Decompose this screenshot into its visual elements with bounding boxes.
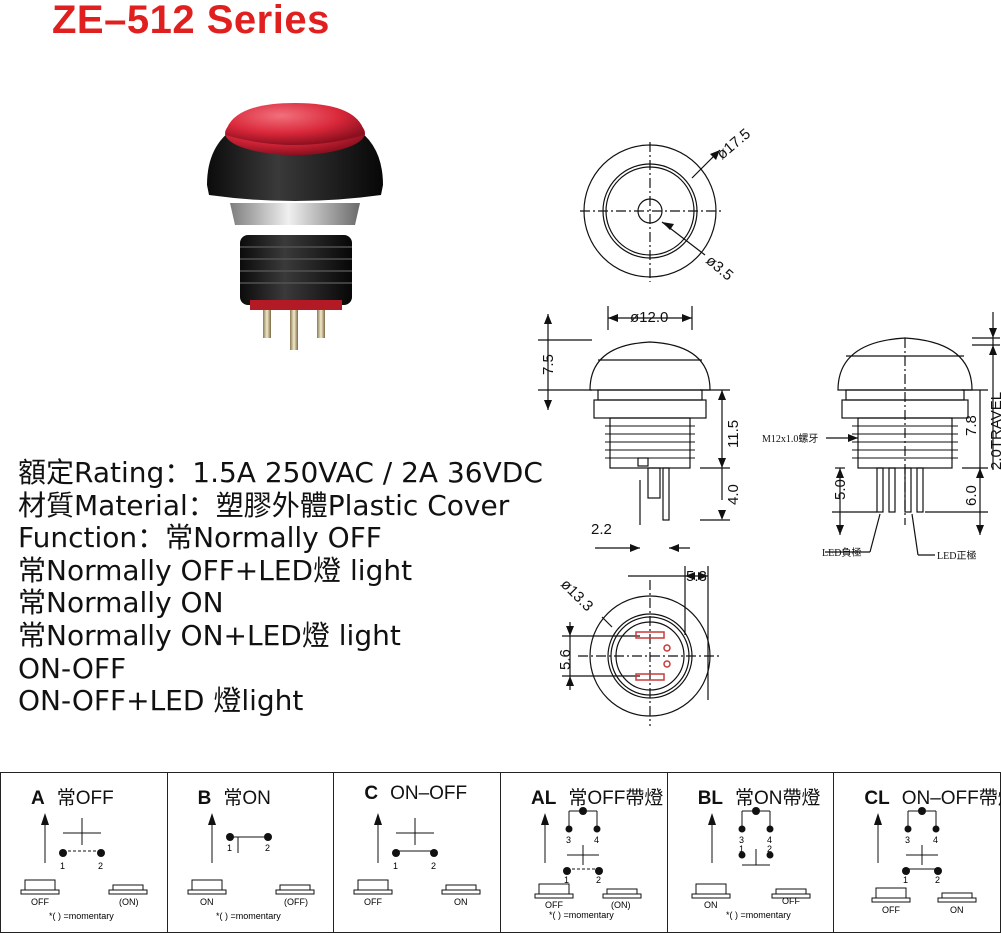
schematic-a: 1 2 OFF (ON) *( ) =momentary xyxy=(20,813,148,921)
legend-code: BL xyxy=(697,788,724,809)
dim-h50: 5.0 xyxy=(832,479,849,500)
schematic-b: 1 2 ON (OFF) *( ) =momentary xyxy=(187,813,315,921)
pin-label: 1 xyxy=(903,875,908,885)
spec-function-item: 常Normally ON+LED燈 light xyxy=(18,618,401,652)
legend-code: B xyxy=(197,788,212,809)
dim-h115: 11.5 xyxy=(725,420,742,448)
dim-h40: 4.0 xyxy=(725,484,742,505)
legend-cell-cl: CL ON–OFF帶燈 3 4 1 2 OFF ON xyxy=(834,773,1001,932)
pin-label: 2 xyxy=(98,861,103,871)
state-label: OFF xyxy=(882,905,900,915)
dim-led-pos: LED正極 xyxy=(937,549,976,562)
dim-d133: ø13.3 xyxy=(557,576,596,615)
legend-code: AL xyxy=(531,788,557,809)
momentary-note: *( ) =momentary xyxy=(49,911,114,921)
spec-function: Function：常Normally OFF xyxy=(18,521,382,555)
state-label: (ON) xyxy=(611,900,631,910)
legend-cell-bl: BL 常ON帶燈 3 4 1 2 ON OFF *( ) =momentary xyxy=(668,773,835,932)
schematic-bl: 3 4 1 2 ON OFF *( ) =momentary xyxy=(691,807,811,920)
dim-d120: ø12.0 xyxy=(630,309,668,326)
legend-name: 常OFF帶燈 xyxy=(568,788,664,809)
pin-label: 1 xyxy=(60,861,65,871)
pin-label: 4 xyxy=(933,835,938,845)
dim-h56: 5.6 xyxy=(557,649,574,670)
state-label: ON xyxy=(950,905,964,915)
state-label: (ON) xyxy=(119,897,139,907)
state-label: (OFF) xyxy=(284,897,308,907)
pin-label: 3 xyxy=(739,835,744,845)
pin-label: 2 xyxy=(431,861,436,871)
dim-travel: 2.0TRAVEL xyxy=(988,392,1001,470)
state-label: OFF xyxy=(782,896,800,906)
spec-function-item: ON-OFF+LED 燈light xyxy=(18,684,304,718)
pin-label: 2 xyxy=(265,843,270,853)
state-label: ON xyxy=(704,900,718,910)
momentary-note: *( ) =momentary xyxy=(726,910,791,920)
dim-thread: M12x1.0螺牙 xyxy=(762,433,818,445)
schematic-al: 3 4 1 2 OFF (ON) *( ) =momentary xyxy=(534,807,642,920)
spec-function-item: 常Normally ON xyxy=(18,586,224,620)
schematic-cl: 3 4 1 2 OFF ON xyxy=(871,807,977,915)
legend-cell-al: AL 常OFF帶燈 3 4 1 2 OFF (ON) *( ) =momentar… xyxy=(501,773,668,932)
pin-label: 3 xyxy=(905,835,910,845)
legend-code: C xyxy=(364,783,379,804)
legend-cell-c: C ON–OFF 1 2 OFF ON xyxy=(334,773,502,932)
legend-name: ON–OFF xyxy=(390,783,468,804)
legend-name: 常ON xyxy=(223,788,271,809)
legend-cell-b: B 常ON 1 2 ON (OFF) *( ) =momentary xyxy=(168,773,335,932)
spec-function-item: ON-OFF xyxy=(18,651,127,685)
pin-label: 1 xyxy=(227,843,232,853)
state-label: OFF xyxy=(31,897,49,907)
legend-cell-a: A 常OFF 1 2 OFF (ON) *( ) =momentary xyxy=(0,773,168,932)
circuit-legend: A 常OFF 1 2 OFF (ON) *( ) =momentary B 常ON … xyxy=(0,772,1001,933)
legend-name: ON–OFF帶燈 xyxy=(901,788,1001,809)
momentary-note: *( ) =momentary xyxy=(216,911,281,921)
pin-label: 4 xyxy=(594,835,599,845)
state-label: OFF xyxy=(545,900,563,910)
spec-function-item: 常Normally OFF+LED燈 light xyxy=(18,553,413,587)
pin-label: 1 xyxy=(393,861,398,871)
product-photo xyxy=(207,103,383,350)
page-title: ZE–512 Series xyxy=(52,0,330,42)
pin-label: 2 xyxy=(935,875,940,885)
dim-d175: ø17.5 xyxy=(714,125,754,163)
pin-label: 1 xyxy=(739,844,744,854)
spec-rating: 額定Rating：1.5A 250VAC / 2A 36VDC xyxy=(18,456,543,489)
dim-w22: 2.2 xyxy=(591,521,612,538)
state-label: ON xyxy=(200,897,214,907)
spec-material: 材質Material：塑膠外體Plastic Cover xyxy=(18,488,510,522)
schematic-c: 1 2 OFF ON xyxy=(353,813,481,907)
legend-name: 常OFF xyxy=(56,788,114,809)
dim-w53: 5.3 xyxy=(686,568,707,585)
dim-h78: 7.8 xyxy=(963,415,980,436)
legend-code: A xyxy=(31,788,45,809)
state-label: OFF xyxy=(364,897,382,907)
dim-led-neg: LED負極 xyxy=(822,546,861,559)
state-label: ON xyxy=(454,897,468,907)
dim-h60: 6.0 xyxy=(963,485,980,506)
dim-d35: ø3.5 xyxy=(702,252,736,284)
momentary-note: *( ) =momentary xyxy=(549,910,614,920)
spec-list: 額定Rating：1.5A 250VAC / 2A 36VDC 材質Materi… xyxy=(18,456,543,718)
pin-label: 1 xyxy=(564,875,569,885)
pin-label: 2 xyxy=(596,875,601,885)
dim-h75: 7.5 xyxy=(540,354,557,375)
pin-label: 4 xyxy=(767,835,772,845)
pin-label: 3 xyxy=(566,835,571,845)
technical-drawings: ø17.5 ø3.5 ø12.0 7.5 11.5 4.0 2.2 M12x1.… xyxy=(538,125,1001,726)
pin-label: 2 xyxy=(767,844,772,854)
legend-name: 常ON帶燈 xyxy=(735,788,821,809)
legend-code: CL xyxy=(864,788,890,809)
